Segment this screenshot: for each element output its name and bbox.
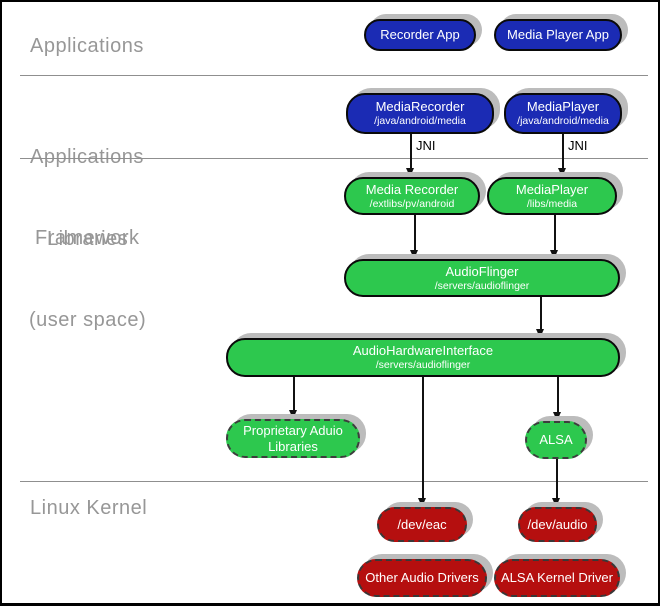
node-label: AudioFlinger [445,263,519,279]
arrow-mediaplayer-to-lib [562,134,564,169]
section-label-linux-kernel: Linux Kernel [30,497,148,519]
node-path-label: /extlibs/pv/android [369,197,455,210]
arrow-ahi-to-alsa [557,377,559,414]
node-label: /dev/audio [527,516,588,532]
arrowhead-icon [553,412,561,421]
layer-divider-framework-libraries [20,158,648,159]
node-alsa-kernel-driver: ALSA Kernel Driver [494,559,620,597]
node-path-label: /java/android/media [517,115,609,127]
node-label: MediaPlayer [526,99,600,115]
node-path-label: /java/android/media [374,115,466,127]
node-audiohardwareinterface: AudioHardwareInterface /servers/audiofli… [226,338,620,377]
arrow-ahi-to-dev-eac [422,377,424,499]
node-alsa: ALSA [525,421,587,459]
section-label-libraries-user-space: Libraries (user space) [29,172,146,388]
section-label-applications-framework: Applications Framework [30,90,144,306]
node-audioflinger: AudioFlinger /servers/audioflinger [344,259,620,297]
arrow-mediarecorder-lib-to-audioflinger [414,215,416,252]
arrowhead-icon [550,250,558,259]
node-label: MediaRecorder [375,99,465,115]
layer-divider-libraries-kernel [20,481,648,482]
node-label: ALSA Kernel Driver [501,570,613,586]
node-label: ALSA [539,432,573,448]
node-label: Libraries [268,438,318,454]
node-media-recorder-library: Media Recorder /extlibs/pv/android [344,177,480,215]
node-mediarecorder-framework: MediaRecorder /java/android/media [346,93,494,134]
section-label-line: Libraries [47,228,129,250]
arrow-alsa-to-dev-audio [556,459,558,499]
section-label-line: Framework [35,227,140,249]
node-label: Recorder App [380,27,460,43]
layer-divider-applications-framework [20,75,648,76]
node-path-label: /servers/audioflinger [434,279,530,292]
section-label-line: (user space) [29,309,147,331]
arrow-audioflinger-to-audiohardwareinterface [540,297,542,331]
arrowhead-icon [406,168,414,177]
arrow-mediaplayer-lib-to-audioflinger [554,215,556,252]
arrowhead-icon [558,168,566,177]
node-label: AudioHardwareInterface [352,343,494,359]
arrowhead-icon [410,250,418,259]
section-label-line: Applications [30,146,144,168]
node-label: Media Recorder [365,181,459,197]
arrowhead-icon [289,410,297,419]
node-label: Media Player App [507,27,609,43]
node-mediaplayer-library: MediaPlayer /libs/media [487,177,617,215]
node-recorder-app: Recorder App [364,19,476,51]
jni-label-player: JNI [568,138,588,153]
node-other-audio-drivers: Other Audio Drivers [357,559,487,597]
arrowhead-icon [536,329,544,338]
node-path-label: /libs/media [526,197,578,210]
node-label: Proprietary Aduio [243,422,343,438]
node-label: MediaPlayer [515,181,589,197]
node-label: Other Audio Drivers [365,570,479,586]
node-proprietary-audio-libraries: Proprietary Aduio Libraries [226,419,360,458]
arrow-mediarecorder-to-lib [410,134,412,169]
section-label-applications: Applications [30,35,144,57]
jni-label-recorder: JNI [416,138,436,153]
node-path-label: /servers/audioflinger [375,359,471,371]
arrowhead-icon [552,498,560,507]
node-dev-audio: /dev/audio [518,507,597,542]
node-label: /dev/eac [397,516,447,532]
arrowhead-icon [418,498,426,507]
node-media-player-app: Media Player App [494,19,622,51]
node-mediaplayer-framework: MediaPlayer /java/android/media [504,93,622,134]
node-dev-eac: /dev/eac [377,507,467,542]
arrow-ahi-to-proprietary-libraries [293,377,295,411]
